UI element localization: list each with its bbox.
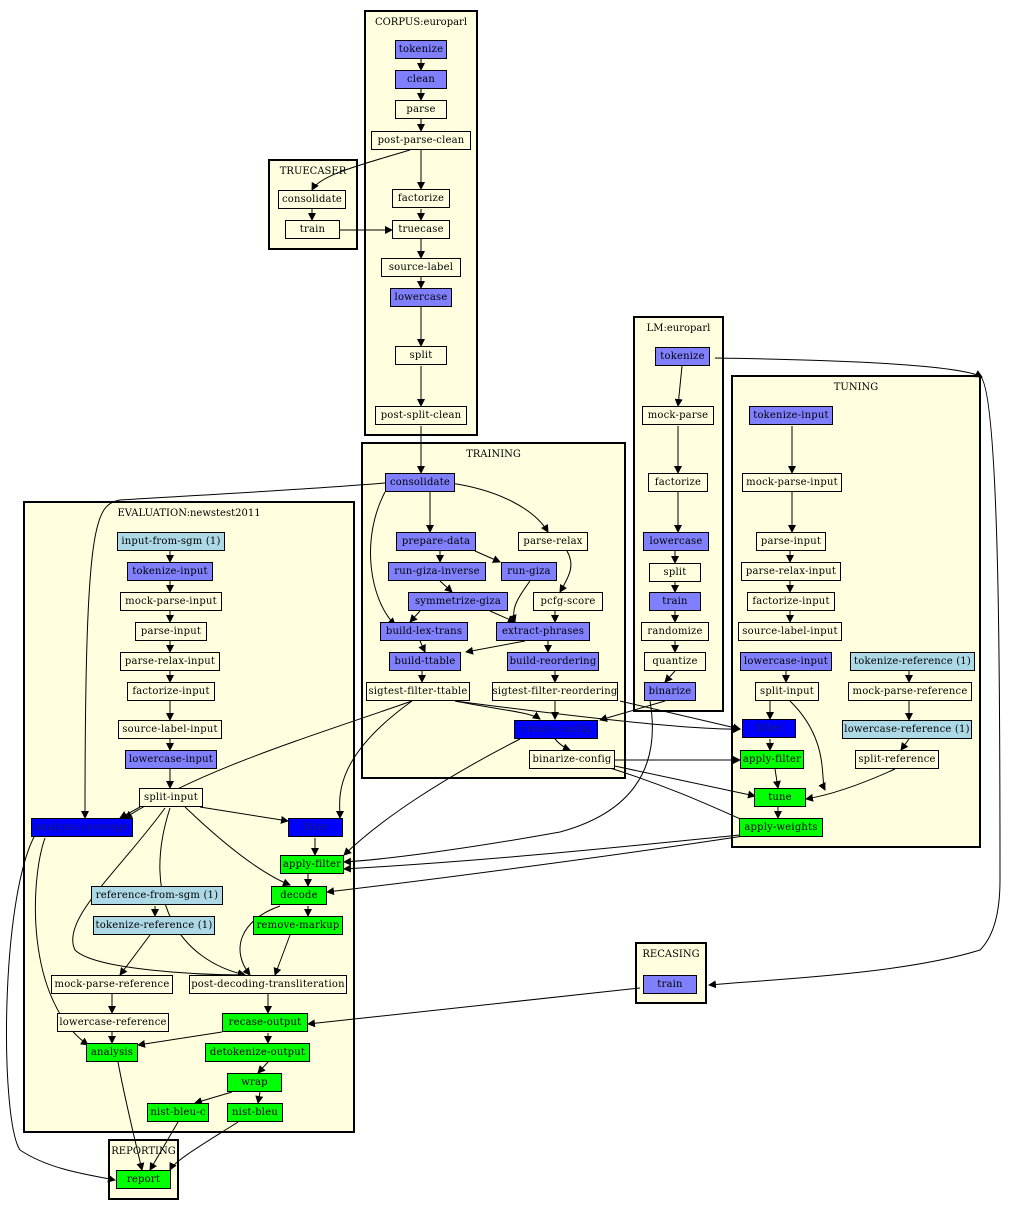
tuning-mock-parse-reference-node[interactable]: mock-parse-reference	[848, 682, 972, 701]
recasing-train-node[interactable]: train	[643, 975, 697, 994]
cluster-evaluation-label: EVALUATION:newstest2011	[117, 508, 261, 519]
lm-randomize-node[interactable]: randomize	[641, 622, 709, 641]
eval-split-input-node[interactable]: split-input	[139, 788, 203, 807]
eval-lowercase-reference-node[interactable]: lowercase-reference	[57, 1013, 169, 1032]
corpus-truecase-node[interactable]: truecase	[392, 220, 450, 239]
eval-tokenize-input-node[interactable]: tokenize-input	[127, 562, 213, 581]
corpus-factorize-node[interactable]: factorize	[392, 189, 450, 208]
eval-parse-input-node[interactable]: parse-input	[135, 622, 207, 641]
corpus-post-split-clean-node[interactable]: post-split-clean	[375, 406, 467, 425]
reporting-report-node[interactable]: report	[116, 1170, 171, 1189]
eval-mock-parse-reference-node[interactable]: mock-parse-reference	[51, 975, 173, 994]
cluster-truecaser-label: TRUECASER	[279, 166, 347, 177]
training-sigtest-filter-ttable-node[interactable]: sigtest-filter-ttable	[366, 682, 470, 701]
eval-analysis-coverage-node[interactable]: analysis-coverage	[31, 818, 133, 837]
eval-input-from-sgm-node[interactable]: input-from-sgm (1)	[117, 532, 225, 551]
training-parse-relax-node[interactable]: parse-relax	[518, 532, 588, 551]
lm-mock-parse-node[interactable]: mock-parse	[642, 406, 714, 425]
corpus-clean-node[interactable]: clean	[395, 70, 447, 89]
training-extract-phrases-node[interactable]: extract-phrases	[496, 622, 590, 641]
eval-decode-node[interactable]: decode	[271, 886, 327, 905]
cluster-recasing-label: RECASING	[642, 949, 700, 960]
training-build-lex-trans-node[interactable]: build-lex-trans	[380, 622, 468, 641]
eval-lowercase-input-node[interactable]: lowercase-input	[125, 750, 217, 769]
cluster-reporting: REPORTING	[108, 1139, 179, 1200]
training-pcfg-score-node[interactable]: pcfg-score	[533, 592, 603, 611]
eval-source-label-input-node[interactable]: source-label-input	[118, 720, 222, 739]
corpus-parse-node[interactable]: parse	[395, 100, 447, 119]
truecaser-consolidate-node[interactable]: consolidate	[278, 190, 346, 209]
training-binarize-config-node[interactable]: binarize-config	[529, 750, 615, 769]
tuning-lowercase-reference-node[interactable]: lowercase-reference (1)	[842, 720, 972, 739]
tuning-source-label-input-node[interactable]: source-label-input	[738, 622, 842, 641]
lm-tokenize-node[interactable]: tokenize	[655, 347, 710, 366]
eval-remove-markup-node[interactable]: remove-markup	[253, 916, 343, 935]
lm-lowercase-node[interactable]: lowercase	[643, 532, 709, 551]
cluster-reporting-label: REPORTING	[111, 1146, 176, 1157]
eval-nist-bleu-c-node[interactable]: nist-bleu-c	[147, 1103, 209, 1122]
corpus-post-parse-clean-node[interactable]: post-parse-clean	[371, 131, 471, 150]
tuning-filter-node[interactable]: filter	[742, 719, 796, 738]
lm-factorize-node[interactable]: factorize	[648, 473, 708, 492]
lm-binarize-node[interactable]: binarize	[644, 682, 696, 701]
eval-recase-output-node[interactable]: recase-output	[222, 1013, 308, 1032]
corpus-source-label-node[interactable]: source-label	[381, 258, 461, 277]
tuning-factorize-input-node[interactable]: factorize-input	[747, 592, 835, 611]
training-build-reordering-node[interactable]: build-reordering	[507, 652, 599, 671]
training-sigtest-filter-reordering-node[interactable]: sigtest-filter-reordering	[492, 682, 618, 701]
tuning-apply-filter-node[interactable]: apply-filter	[740, 750, 804, 769]
tuning-lowercase-input-node[interactable]: lowercase-input	[740, 652, 832, 671]
eval-factorize-input-node[interactable]: factorize-input	[127, 682, 215, 701]
cluster-training-label: TRAINING	[466, 449, 521, 460]
training-symmetrize-giza-node[interactable]: symmetrize-giza	[408, 592, 508, 611]
tuning-parse-input-node[interactable]: parse-input	[756, 532, 826, 551]
eval-parse-relax-input-node[interactable]: parse-relax-input	[120, 652, 220, 671]
cluster-tuning-label: TUNING	[833, 382, 879, 393]
cluster-corpus-label: CORPUS:europarl	[374, 17, 468, 28]
eval-detokenize-output-node[interactable]: detokenize-output	[205, 1043, 310, 1062]
training-run-giza-inverse-node[interactable]: run-giza-inverse	[388, 562, 486, 581]
training-consolidate-node[interactable]: consolidate	[385, 473, 455, 492]
tuning-parse-relax-input-node[interactable]: parse-relax-input	[741, 562, 841, 581]
eval-nist-bleu-node[interactable]: nist-bleu	[227, 1103, 283, 1122]
lm-quantize-node[interactable]: quantize	[644, 652, 706, 671]
eval-post-decoding-transliteration-node[interactable]: post-decoding-transliteration	[189, 975, 347, 994]
cluster-tuning: TUNING	[731, 375, 981, 848]
training-create-config-node[interactable]: create-config	[514, 720, 598, 739]
tuning-apply-weights-node[interactable]: apply-weights	[739, 818, 823, 837]
eval-filter-node[interactable]: filter	[288, 818, 343, 837]
training-run-giza-node[interactable]: run-giza	[501, 562, 557, 581]
tuning-split-reference-node[interactable]: split-reference	[855, 750, 939, 769]
truecaser-train-node[interactable]: train	[285, 220, 340, 239]
tuning-mock-parse-input-node[interactable]: mock-parse-input	[742, 473, 842, 492]
eval-mock-parse-input-node[interactable]: mock-parse-input	[120, 592, 222, 611]
corpus-lowercase-node[interactable]: lowercase	[390, 288, 452, 307]
tuning-split-input-node[interactable]: split-input	[755, 682, 819, 701]
tuning-tokenize-input-node[interactable]: tokenize-input	[749, 406, 833, 425]
cluster-lm-label: LM:europarl	[646, 323, 711, 334]
lm-train-node[interactable]: train	[649, 592, 701, 611]
lm-split-node[interactable]: split	[649, 563, 701, 582]
eval-analysis-node[interactable]: analysis	[86, 1043, 138, 1062]
training-prepare-data-node[interactable]: prepare-data	[396, 532, 476, 551]
eval-apply-filter-node[interactable]: apply-filter	[280, 855, 344, 874]
eval-wrap-node[interactable]: wrap	[227, 1073, 282, 1092]
tuning-tune-node[interactable]: tune	[754, 788, 806, 807]
eval-tokenize-reference-node[interactable]: tokenize-reference (1)	[93, 916, 215, 935]
eval-reference-from-sgm-node[interactable]: reference-from-sgm (1)	[91, 886, 223, 905]
tuning-tokenize-reference-node[interactable]: tokenize-reference (1)	[850, 652, 975, 671]
corpus-tokenize-node[interactable]: tokenize	[395, 40, 447, 59]
training-build-ttable-node[interactable]: build-ttable	[389, 652, 461, 671]
corpus-split-node[interactable]: split	[395, 346, 447, 365]
